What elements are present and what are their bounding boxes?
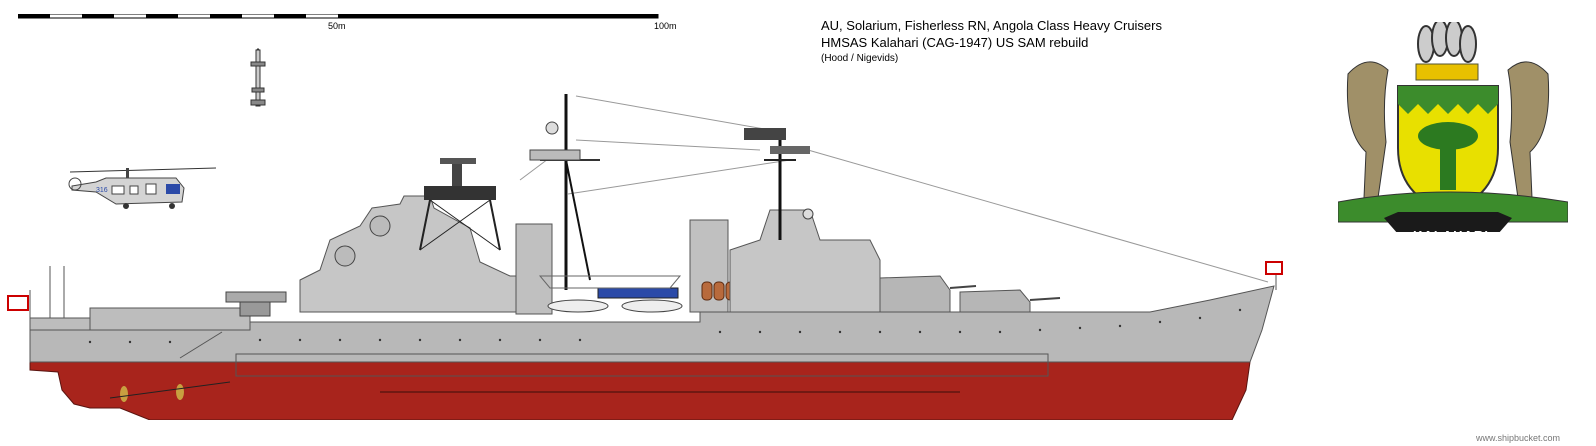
- crest-motto: KALAHARI: [1413, 228, 1489, 243]
- radar-dish-aft: [369, 215, 391, 237]
- crest-supporter-left: [1346, 61, 1389, 199]
- footer-credit: www.shipbucket.com: [1476, 433, 1561, 443]
- hull-lower-red: [29, 361, 1251, 420]
- forward-turret-a: [959, 289, 1031, 313]
- caption-credits: (Hood / Nigevids): [821, 53, 899, 64]
- scale-label-50m: 50m: [328, 21, 346, 31]
- crest-crown: [1415, 63, 1479, 81]
- forward-superstructure: [729, 209, 881, 313]
- crest-banner: [1384, 212, 1512, 232]
- radar-array-fore: [744, 128, 786, 140]
- crest-kalahari: [1338, 22, 1568, 232]
- armour-belt: [235, 353, 1049, 377]
- helicopter-tail-code: 316: [96, 187, 108, 194]
- caption-ship-name: HMSAS Kalahari (CAG-1947) US SAM rebuild: [821, 35, 1089, 50]
- missile-illustration: [250, 48, 266, 107]
- scale-label-100m: 100m: [654, 21, 677, 31]
- ship-boat-2: [621, 299, 683, 313]
- forward-turret-b: [879, 275, 951, 313]
- ship-boat-blue: [597, 287, 679, 299]
- ship-boat-1: [547, 299, 609, 313]
- caption-title: AU, Solarium, Fisherless RN, Angola Clas…: [821, 18, 1162, 33]
- crest-feathers: [1417, 22, 1477, 63]
- ship-profile: [7, 94, 1283, 420]
- crest-baobab-tree: [1440, 142, 1456, 190]
- bow-jack: [1265, 261, 1283, 275]
- stern-ensign: [7, 295, 29, 311]
- helicopter-illustration: 316: [68, 167, 217, 209]
- scale-bar: [18, 14, 659, 19]
- crest-supporter-right: [1507, 61, 1550, 199]
- propellers: [109, 381, 231, 402]
- aft-funnel: [515, 223, 553, 315]
- portholes: [88, 308, 1242, 344]
- rigging-lines: [519, 95, 1269, 283]
